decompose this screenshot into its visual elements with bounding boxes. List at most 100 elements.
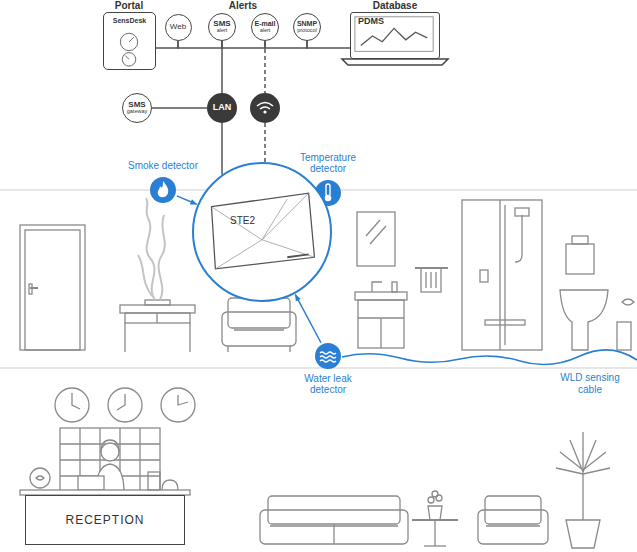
receptionist xyxy=(78,440,124,492)
sink xyxy=(380,318,381,348)
console-table xyxy=(189,323,190,352)
node-text: SensDesk xyxy=(113,17,146,24)
lounge-chair xyxy=(486,525,540,526)
detector-label: Smoke detector xyxy=(123,161,203,172)
towel-rack xyxy=(435,272,436,288)
smoke xyxy=(138,255,152,296)
desk-items xyxy=(148,472,160,490)
shower xyxy=(521,215,522,255)
towel-rack xyxy=(430,272,431,288)
plant xyxy=(566,520,600,548)
node-text: SNMP xyxy=(297,20,317,27)
node-text: E-mail xyxy=(254,20,275,27)
shower xyxy=(462,200,542,350)
receptionist xyxy=(101,443,119,461)
laptop-base xyxy=(342,59,448,65)
node-text: alert xyxy=(217,28,228,34)
network-link xyxy=(178,41,222,49)
wld-cable xyxy=(342,350,637,365)
smoke xyxy=(146,198,155,300)
lounge-chair xyxy=(478,510,548,544)
node-text: protocol xyxy=(297,28,317,34)
armchair xyxy=(289,346,290,352)
wall-clock xyxy=(72,393,80,409)
console-table xyxy=(124,323,125,352)
smoke xyxy=(159,215,165,300)
detector-label: Water leak detector xyxy=(288,374,368,395)
node-text: SMS xyxy=(128,101,145,109)
smoke-detector-icon xyxy=(150,177,176,203)
armchair xyxy=(227,346,228,352)
group-heading: Database xyxy=(360,0,430,12)
detector-label: Temperature detector xyxy=(288,153,368,174)
alert-icon: SMSalert xyxy=(208,13,236,41)
shower xyxy=(499,200,500,350)
desk-items xyxy=(162,480,178,490)
door xyxy=(30,287,38,289)
node-text: Web xyxy=(170,23,186,31)
wifi-icon xyxy=(263,110,266,113)
armchair xyxy=(234,329,284,330)
wifi-link xyxy=(264,42,266,93)
reception-wall xyxy=(60,428,160,492)
door xyxy=(25,230,80,350)
armchair xyxy=(228,298,290,328)
shower xyxy=(485,320,525,325)
side-table xyxy=(412,491,458,546)
node-text: gateway xyxy=(127,109,148,115)
armchair xyxy=(222,312,296,346)
side-table xyxy=(428,506,442,520)
sink xyxy=(392,282,397,292)
wall-clock xyxy=(108,388,142,422)
sms-gateway: SMSgateway xyxy=(122,93,152,123)
wall-clock xyxy=(55,388,89,422)
reception-wall xyxy=(139,428,140,492)
sensor-arrow xyxy=(177,196,197,204)
node-text: SMS xyxy=(213,20,230,28)
side-table xyxy=(424,545,446,546)
lan-hub: LAN xyxy=(207,93,237,123)
door xyxy=(29,284,32,294)
sofa xyxy=(270,525,398,526)
towel-rack xyxy=(425,272,426,288)
desk-items xyxy=(20,468,190,495)
sink xyxy=(372,282,382,292)
network-link xyxy=(265,41,307,48)
door xyxy=(20,225,85,350)
detector-label: Smoke detector xyxy=(123,161,203,172)
wifi-link xyxy=(264,123,266,162)
console-table xyxy=(120,305,195,313)
node-text: STE2 xyxy=(230,216,255,227)
desk-items xyxy=(30,468,50,488)
side-table xyxy=(434,520,435,546)
side-table xyxy=(432,491,438,497)
mirror xyxy=(357,212,395,266)
group-heading: Alerts xyxy=(213,0,273,12)
mirror xyxy=(370,226,386,244)
console-table xyxy=(156,313,157,323)
toilet xyxy=(566,244,594,274)
network-link xyxy=(152,107,207,109)
network-link xyxy=(222,41,265,48)
reception-wall xyxy=(60,428,160,492)
receptionist xyxy=(101,440,119,452)
plant xyxy=(556,432,610,520)
water-leak-detector: Water leak detector xyxy=(315,343,341,369)
node-text: RECEPTION xyxy=(65,514,144,527)
detector-label: Temperature detector xyxy=(288,153,368,174)
sofa xyxy=(260,510,408,544)
sofa xyxy=(333,524,334,544)
toilet xyxy=(560,290,608,350)
wifi-icon xyxy=(260,107,270,109)
wld-cable xyxy=(342,350,637,365)
mirror xyxy=(357,212,395,266)
wall-clock xyxy=(55,388,195,422)
shower xyxy=(504,205,505,345)
wifi-icon xyxy=(257,103,273,107)
laptop-base xyxy=(342,59,448,65)
network-link xyxy=(156,41,178,49)
console-table xyxy=(145,300,170,305)
mirror xyxy=(366,220,380,236)
